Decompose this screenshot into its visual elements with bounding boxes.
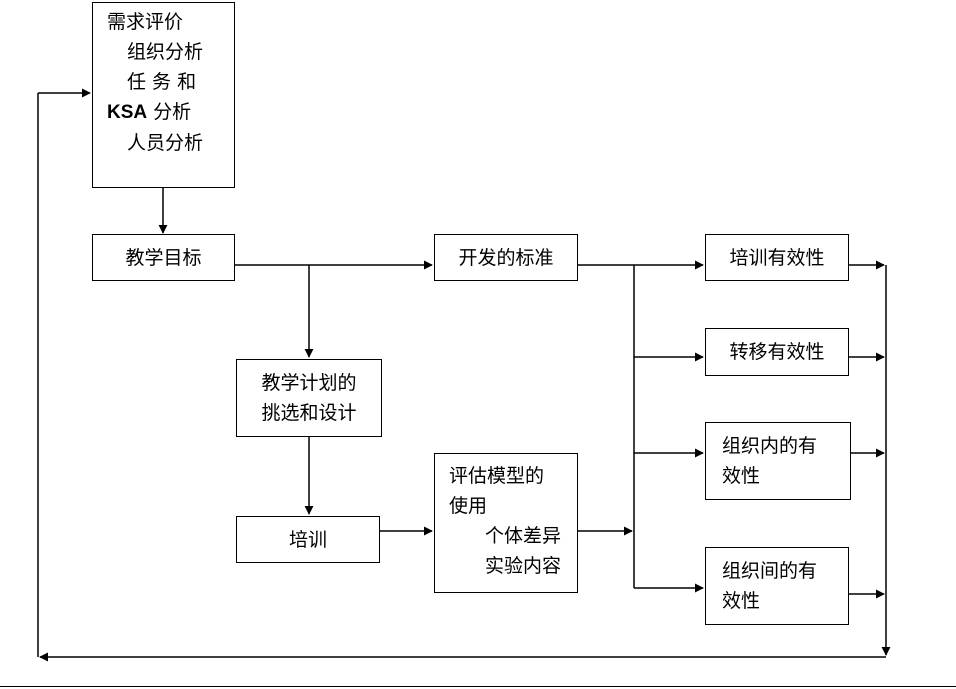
needs-title: 需求评价 (107, 11, 184, 33)
criteria-label: 开发的标准 (458, 246, 554, 269)
training-label: 培训 (288, 528, 327, 551)
design-line2: 挑选和设计 (261, 402, 357, 424)
ksa-abbr: KSA (107, 102, 148, 123)
evaluation-box: 评估模型的 使用 个体差异 实验内容 (434, 453, 578, 593)
needs-ksa-analysis: KSA 分析 (107, 97, 234, 128)
transfer-validity-box: 转移有效性 (705, 328, 849, 376)
training-box: 培训 (236, 516, 380, 563)
intra-org-line1: 组织内的有 (722, 435, 818, 457)
transfer-validity-label: 转移有效性 (729, 341, 825, 363)
training-validity-label: 培训有效性 (729, 246, 825, 269)
evaluation-line2: 使用 (449, 495, 488, 517)
objectives-box: 教学目标 (92, 234, 235, 281)
needs-assessment-box: 需求评价 组织分析 任 务 和 KSA 分析 人员分析 (92, 2, 235, 188)
evaluation-line4: 实验内容 (485, 555, 562, 577)
inter-org-validity-box: 组织间的有 效性 (705, 547, 849, 625)
objectives-label: 教学目标 (125, 246, 202, 269)
ksa-analysis-text: 分析 (147, 101, 192, 123)
training-validity-box: 培训有效性 (705, 234, 849, 281)
intra-org-line2: 效性 (722, 465, 761, 487)
criteria-box: 开发的标准 (434, 234, 578, 281)
design-box: 教学计划的 挑选和设计 (236, 359, 382, 437)
intra-org-validity-box: 组织内的有 效性 (705, 422, 851, 500)
evaluation-line3: 个体差异 (485, 525, 562, 547)
inter-org-line2: 效性 (722, 590, 761, 612)
evaluation-line1: 评估模型的 (449, 465, 545, 487)
design-line1: 教学计划的 (261, 372, 357, 394)
bottom-rule (0, 686, 956, 687)
needs-org-analysis: 组织分析 (127, 41, 204, 63)
needs-person-analysis: 人员分析 (127, 132, 204, 154)
inter-org-line1: 组织间的有 (722, 560, 818, 582)
needs-task-and: 任 务 和 (127, 71, 197, 93)
